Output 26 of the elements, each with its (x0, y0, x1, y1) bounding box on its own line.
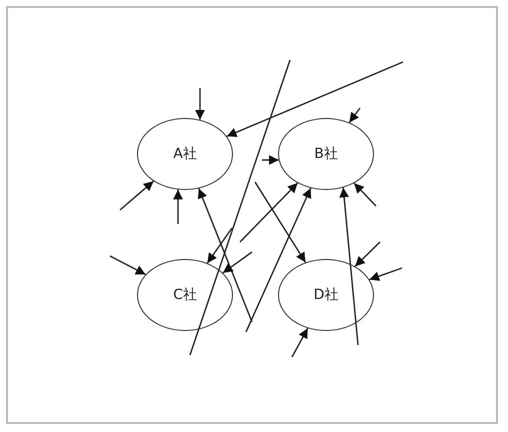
company-ellipse (278, 259, 374, 331)
arrow (369, 267, 402, 281)
arrow (222, 251, 252, 274)
node-label: B社 (314, 145, 338, 163)
arrow (198, 188, 253, 322)
arrow (291, 328, 308, 358)
arrow (348, 108, 361, 123)
arrow (173, 190, 183, 224)
arrow (245, 188, 312, 332)
arrow (120, 180, 154, 211)
node-label: A社 (173, 145, 197, 163)
arrow (110, 255, 146, 276)
arrow (354, 242, 380, 267)
arrow (195, 88, 205, 120)
company-ellipse (137, 259, 233, 331)
node-label: C社 (173, 286, 197, 304)
company-ellipse (137, 118, 233, 190)
company-ellipse (278, 118, 374, 190)
arrow (262, 155, 279, 165)
arrow (240, 182, 298, 242)
node-label: D社 (314, 286, 338, 304)
arrow (354, 182, 376, 206)
arrow (226, 61, 404, 137)
arrow (339, 188, 359, 346)
arrow (254, 182, 306, 263)
arrow (206, 228, 233, 264)
